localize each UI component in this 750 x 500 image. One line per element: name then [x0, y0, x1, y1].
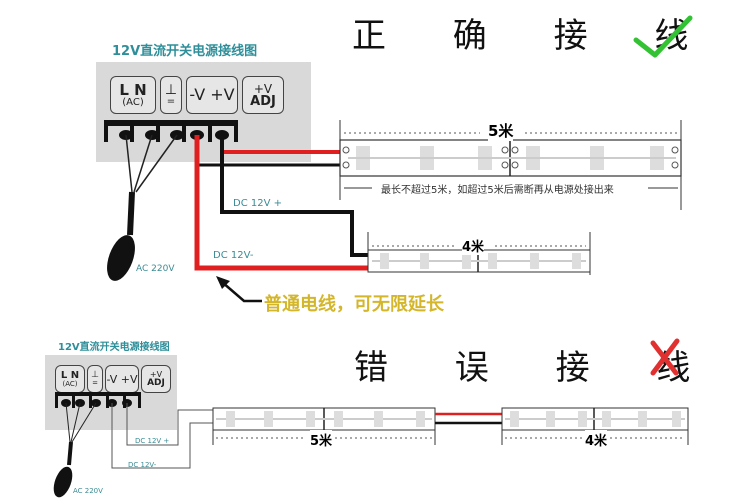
ground-icon: ⊥: [164, 82, 178, 98]
terminal-ln: L N (AC): [110, 76, 156, 114]
terminal-adj-wrong: +V ADJ: [141, 365, 171, 393]
terminal-dc-label: -V +V: [189, 85, 235, 104]
wrong-strip1-length-label: 5米: [310, 430, 333, 449]
strip2-length-label: 4米: [462, 236, 485, 255]
strip1-length-label: 5米: [488, 120, 514, 141]
wrong-wire-pos-label: DC 12V +: [135, 437, 170, 445]
terminal-ground: ⊥ =: [160, 76, 182, 114]
ac-label: AC 220V: [136, 264, 175, 274]
psu-title-correct: 12V直流开关电源接线图: [112, 44, 258, 59]
power-supply-correct: L N (AC) ⊥ = -V +V +V ADJ: [96, 62, 311, 162]
wrong-wire-neg-label: DC 12V-: [128, 461, 157, 469]
ground-sub-icon: =: [92, 379, 98, 387]
terminal-adj-top: +V: [253, 81, 273, 96]
terminal-adj-top: +V: [149, 369, 163, 379]
wrong-wiring-heading: 错 误 接 线: [354, 348, 719, 388]
terminal-ac-label: (AC): [122, 96, 144, 108]
wrong-ac-label: AC 220V: [73, 487, 103, 495]
terminal-ln-label: L N: [119, 80, 147, 99]
wrong-strip2-length-label: 4米: [585, 430, 608, 449]
terminal-dc-output-wrong: -V +V: [105, 365, 139, 393]
terminal-adj: +V ADJ: [242, 76, 284, 114]
wire-pos-label: DC 12V +: [233, 198, 282, 209]
strip1-max-note: 最长不超过5米，如超过5米后需断再从电源处接出来: [378, 181, 617, 196]
terminal-dc-label: -V +V: [106, 372, 138, 386]
correct-wiring-heading: 正 确 接 线: [352, 16, 717, 56]
terminal-adj-bottom: ADJ: [250, 93, 276, 109]
psu-title-wrong: 12V直流开关电源接线图: [58, 342, 170, 353]
terminal-ac-label: (AC): [62, 379, 78, 388]
wire-neg-label: DC 12V-: [213, 250, 254, 261]
terminal-ln-label: L N: [60, 369, 80, 381]
terminal-dc-output: -V +V: [186, 76, 238, 114]
terminal-ground-wrong: ⊥ =: [87, 365, 103, 393]
ground-icon: ⊥: [91, 370, 99, 380]
callout-note: 普通电线，可无限延长: [264, 294, 444, 315]
ground-sub-icon: =: [166, 96, 176, 107]
terminal-adj-bottom: ADJ: [147, 377, 165, 388]
